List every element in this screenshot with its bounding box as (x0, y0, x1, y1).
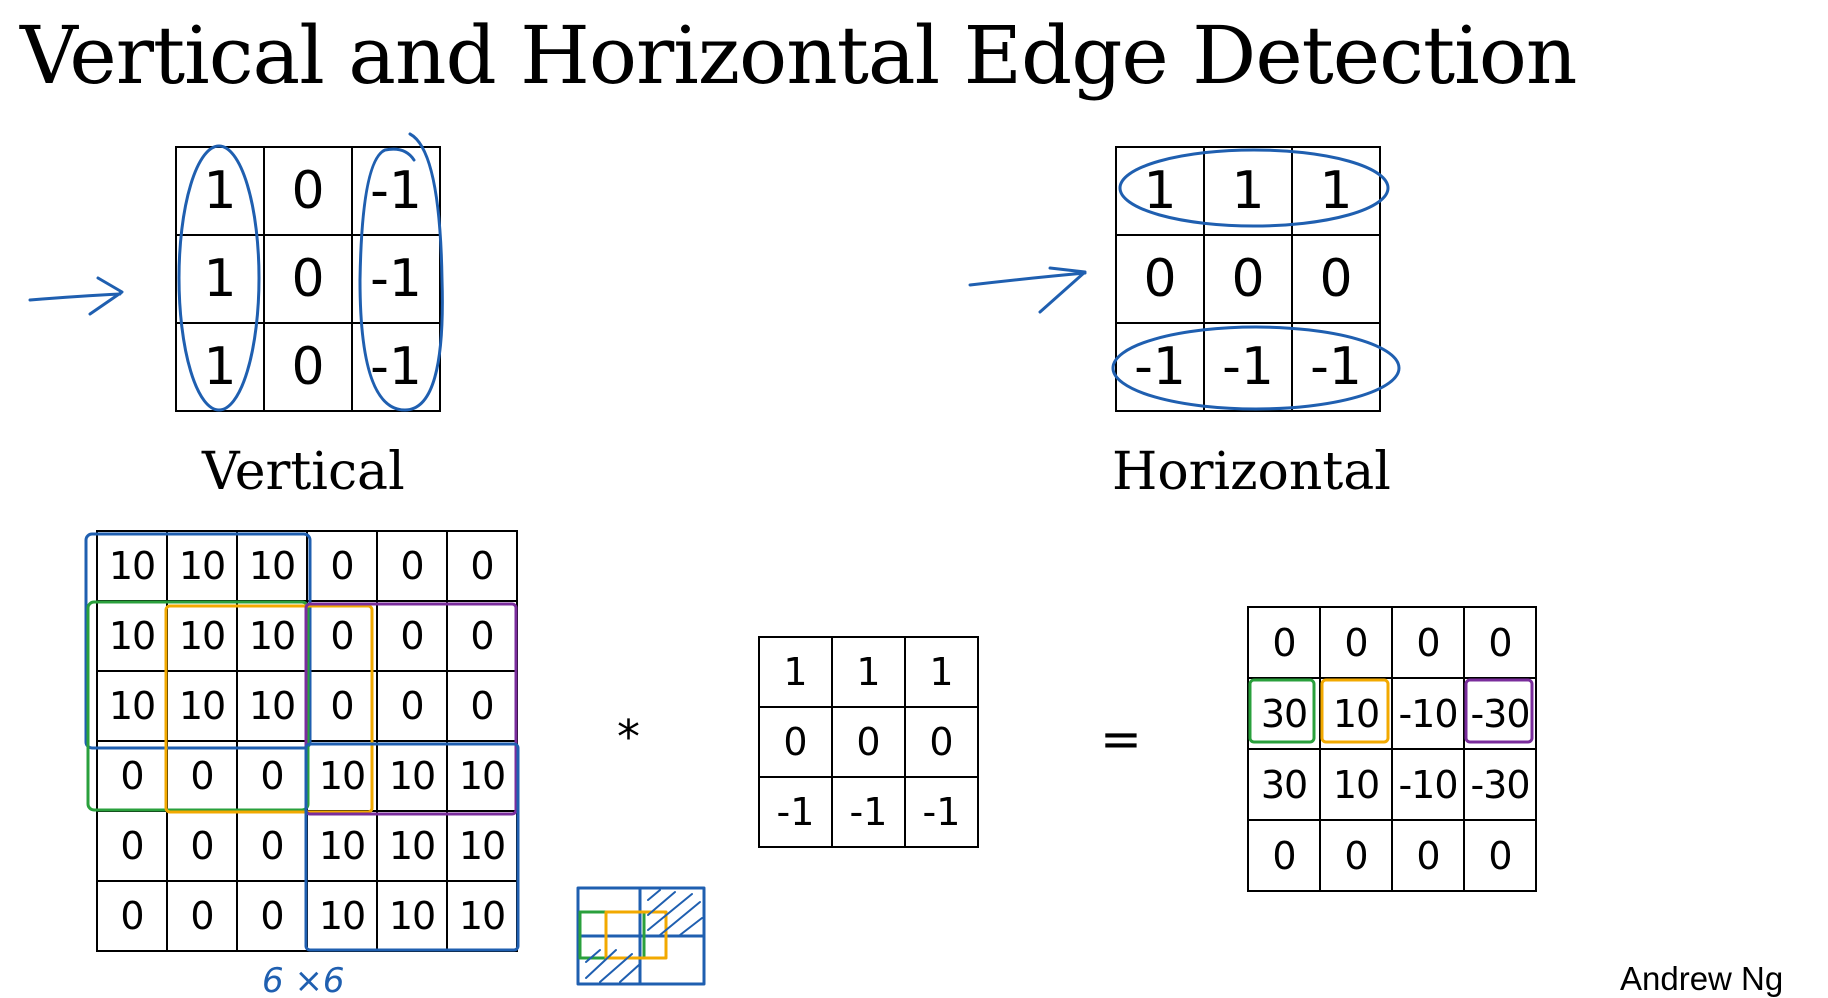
matrix-cell: 10 (448, 742, 518, 812)
matrix-cell: 10 (238, 602, 308, 672)
matrix-cell: 10 (308, 812, 378, 882)
matrix-cell: 10 (168, 532, 238, 602)
matrix-cell: -1 (353, 236, 441, 324)
matrix-cell: 0 (1321, 821, 1393, 892)
output-matrix: 0 0 0 0 30 10 -10 -30 30 10 -10 -30 0 0 … (1247, 606, 1537, 892)
matrix-cell: 10 (168, 672, 238, 742)
vertical-filter-matrix: 1 0 -1 1 0 -1 1 0 -1 (175, 146, 441, 412)
sketch-green-box (578, 910, 646, 960)
arrow-icon (28, 292, 122, 302)
matrix-cell: -1 (353, 324, 441, 412)
matrix-cell: 0 (448, 672, 518, 742)
matrix-cell: 10 (238, 532, 308, 602)
matrix-cell: 10 (1321, 679, 1393, 750)
horizontal-caption: Horizontal (1112, 442, 1391, 502)
arrow-icon (1038, 266, 1087, 314)
matrix-cell: 0 (1393, 821, 1465, 892)
matrix-cell: 0 (1249, 608, 1321, 679)
matrix-cell: 0 (378, 672, 448, 742)
matrix-cell: 1 (1205, 148, 1293, 236)
matrix-cell: 1 (177, 148, 265, 236)
matrix-cell: 0 (833, 708, 906, 778)
matrix-cell: 0 (448, 602, 518, 672)
matrix-cell: 10 (98, 532, 168, 602)
input-image-matrix: 10 10 10 0 0 0 10 10 10 0 0 0 10 10 10 0… (96, 530, 518, 952)
matrix-cell: 0 (1393, 608, 1465, 679)
matrix-cell: -1 (1117, 324, 1205, 412)
matrix-cell: -30 (1465, 750, 1537, 821)
matrix-cell: -1 (1205, 324, 1293, 412)
matrix-cell: 0 (238, 812, 308, 882)
matrix-cell: 10 (378, 742, 448, 812)
matrix-cell: 1 (760, 638, 833, 708)
matrix-cell: -1 (1293, 324, 1381, 412)
matrix-cell: 10 (448, 882, 518, 952)
matrix-cell: 30 (1249, 679, 1321, 750)
matrix-cell: 10 (378, 812, 448, 882)
matrix-cell: 10 (1321, 750, 1393, 821)
matrix-cell: 0 (1293, 236, 1381, 324)
matrix-cell: 30 (1249, 750, 1321, 821)
slide-title: Vertical and Horizontal Edge Detection (20, 9, 1577, 102)
matrix-cell: 0 (1205, 236, 1293, 324)
matrix-cell: 0 (308, 672, 378, 742)
input-size-note: 6 ×6 (262, 961, 345, 994)
matrix-cell: 0 (98, 742, 168, 812)
matrix-cell: 0 (760, 708, 833, 778)
matrix-cell: 0 (98, 812, 168, 882)
convolve-operator: * (617, 710, 640, 764)
matrix-cell: -30 (1465, 679, 1537, 750)
horizontal-filter-matrix: 1 1 1 0 0 0 -1 -1 -1 (1115, 146, 1381, 412)
matrix-cell: 0 (308, 532, 378, 602)
example-filter-matrix: 1 1 1 0 0 0 -1 -1 -1 (758, 636, 979, 848)
matrix-cell: 1 (1293, 148, 1381, 236)
sketch-orange-box (604, 910, 668, 960)
matrix-cell: 0 (238, 882, 308, 952)
matrix-cell: 0 (265, 324, 353, 412)
matrix-cell: 10 (238, 672, 308, 742)
matrix-cell: -1 (353, 148, 441, 236)
matrix-cell: 0 (168, 882, 238, 952)
matrix-cell: 0 (378, 532, 448, 602)
matrix-cell: -10 (1393, 679, 1465, 750)
matrix-cell: 1 (177, 324, 265, 412)
matrix-cell: 0 (308, 602, 378, 672)
arrow-icon (88, 276, 124, 316)
matrix-cell: 0 (1249, 821, 1321, 892)
matrix-cell: -1 (833, 778, 906, 848)
matrix-cell: 0 (265, 236, 353, 324)
equals-operator: = (1100, 710, 1142, 768)
sketch-hatching (585, 889, 703, 983)
matrix-cell: -1 (760, 778, 833, 848)
matrix-cell: 0 (1117, 236, 1205, 324)
matrix-cell: 1 (177, 236, 265, 324)
matrix-cell: 0 (168, 812, 238, 882)
matrix-cell: 10 (168, 602, 238, 672)
matrix-cell: 10 (308, 742, 378, 812)
matrix-cell: 10 (98, 602, 168, 672)
matrix-cell: 10 (448, 812, 518, 882)
vertical-caption: Vertical (202, 442, 405, 502)
matrix-cell: 0 (168, 742, 238, 812)
matrix-cell: 1 (906, 638, 979, 708)
matrix-cell: 0 (1465, 608, 1537, 679)
matrix-cell: -10 (1393, 750, 1465, 821)
matrix-cell: 0 (378, 602, 448, 672)
matrix-cell: 1 (1117, 148, 1205, 236)
matrix-cell: -1 (906, 778, 979, 848)
author-credit: Andrew Ng (1620, 960, 1784, 997)
matrix-cell: 1 (833, 638, 906, 708)
matrix-cell: 0 (448, 532, 518, 602)
arrow-icon (968, 271, 1087, 287)
matrix-cell: 0 (1465, 821, 1537, 892)
matrix-cell: 0 (906, 708, 979, 778)
matrix-cell: 10 (98, 672, 168, 742)
matrix-cell: 0 (238, 742, 308, 812)
matrix-cell: 10 (308, 882, 378, 952)
matrix-cell: 0 (1321, 608, 1393, 679)
sketch-outer-box (576, 886, 706, 986)
matrix-cell: 10 (378, 882, 448, 952)
matrix-cell: 0 (98, 882, 168, 952)
matrix-cell: 0 (265, 148, 353, 236)
